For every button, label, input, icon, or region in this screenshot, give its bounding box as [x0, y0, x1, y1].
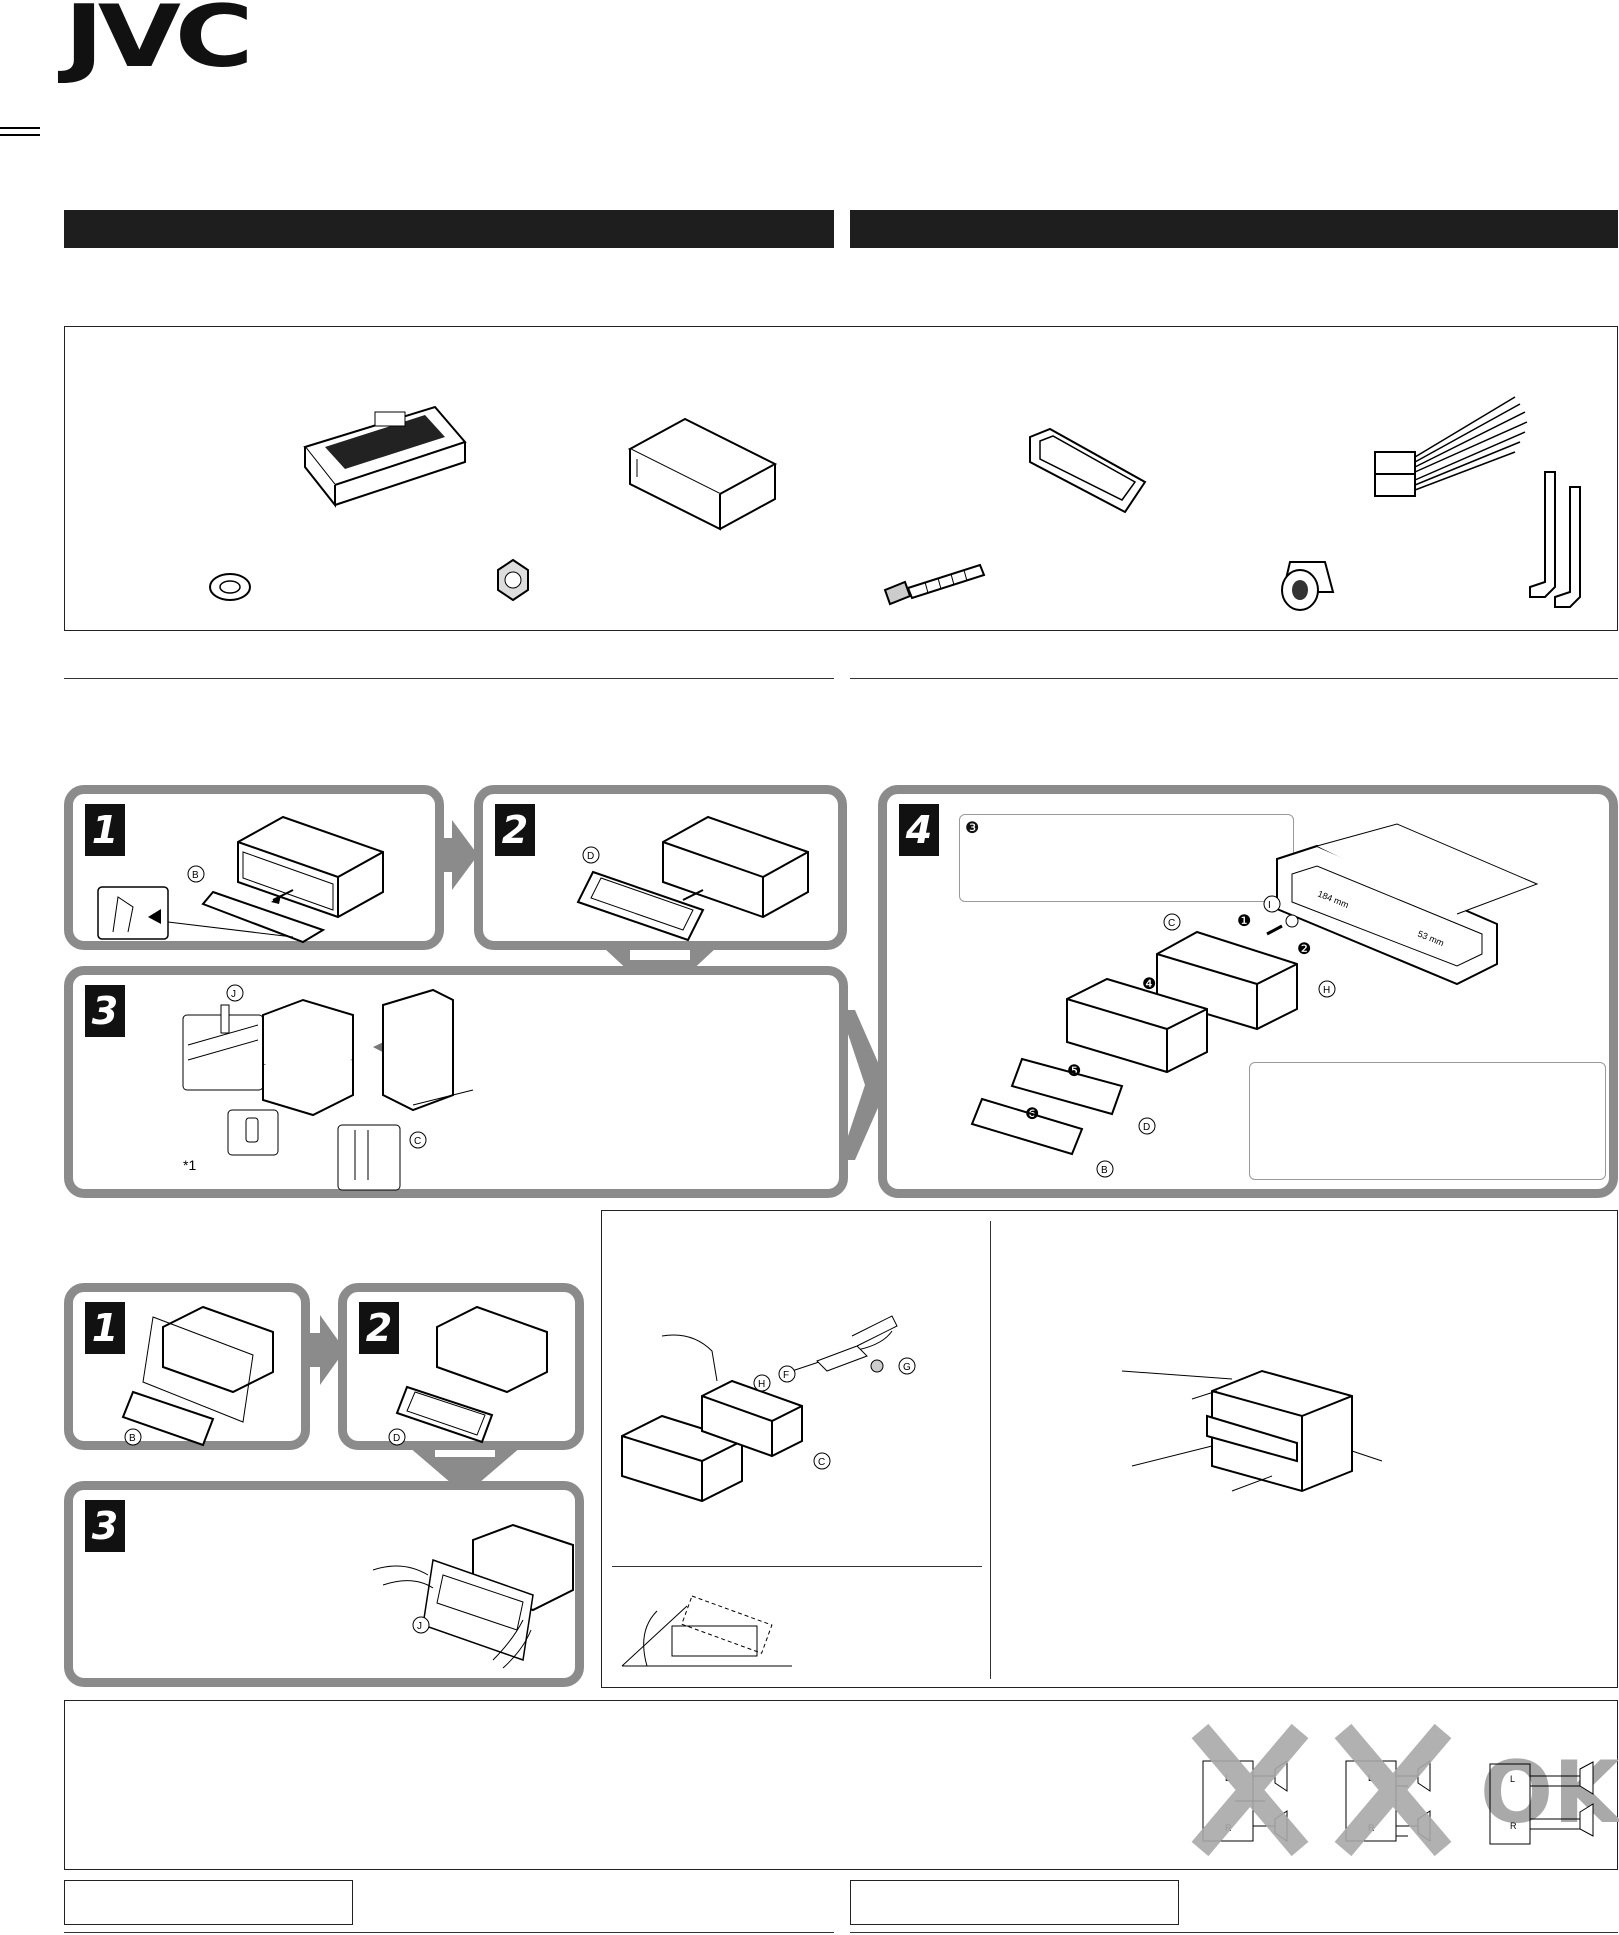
mounting-detail-frame: H F G C — [601, 1210, 1618, 1688]
step-number-badge: 1 — [85, 1302, 125, 1354]
svg-text:J: J — [231, 989, 236, 1000]
hard-case-illustration — [303, 405, 467, 508]
svg-text:D: D — [587, 851, 594, 862]
step-number-badge: 2 — [495, 804, 535, 856]
divider-vertical — [990, 1221, 991, 1679]
footer-rule-right — [850, 1932, 1618, 1933]
mounting-sleeve-illustration — [627, 417, 778, 531]
step-number-badge: 3 — [85, 1500, 125, 1552]
callout-box-3: ❸ — [959, 814, 1294, 902]
step-number-badge: 3 — [85, 985, 125, 1037]
wiring-harness-illustration — [1374, 396, 1528, 497]
step-3-panel: 3 J *1 C — [64, 966, 848, 1198]
flow-arrow-b1-to-b2 — [300, 1315, 345, 1385]
section-header-bar-right — [850, 210, 1618, 248]
svg-text:F: F — [783, 1370, 789, 1381]
wrong-connection-diagram-1: LR — [1191, 1723, 1309, 1857]
svg-text:I: I — [1268, 900, 1271, 911]
margin-mark — [0, 134, 40, 136]
washer-illustration — [209, 573, 251, 601]
ok-label: OK — [1480, 1743, 1619, 1843]
footer-box-left — [64, 1880, 353, 1925]
rear-bracket-illustration: H F G C — [621, 1315, 916, 1503]
mounting-bolt-illustration — [883, 563, 986, 606]
removal-illustration-2: D — [388, 1305, 548, 1446]
svg-text:D: D — [393, 1433, 400, 1444]
step-callout: ❺ — [1067, 1063, 1081, 1080]
svg-text:R: R — [1510, 1821, 1517, 1831]
flow-arrow-b2-to-b3 — [395, 1435, 535, 1495]
svg-text:B: B — [129, 1433, 136, 1444]
step-callout: ❹ — [1142, 976, 1156, 993]
step-callout: ❶ — [1237, 913, 1251, 930]
factory-unit-install-illustration — [1121, 1369, 1383, 1493]
footer-box-right — [850, 1880, 1179, 1925]
insert-handles-illustration: J *1 C — [182, 984, 474, 1191]
note-star-1: *1 — [183, 1157, 196, 1173]
removal-handles-illustration — [1529, 471, 1581, 608]
step-4-panel: 4 ❸ 184 mm 53 mm I H C D B ❶ ❷ ❹ ❺ ❻ — [878, 785, 1618, 1198]
step-2-panel: 2 D — [474, 785, 847, 950]
step-number-badge: 2 — [359, 1302, 399, 1354]
rubber-cushion-illustration — [1281, 561, 1335, 611]
svg-text:C: C — [818, 1457, 825, 1468]
correct-connection-diagram: OK L R — [1480, 1746, 1619, 1849]
lock-nut-illustration — [497, 558, 529, 602]
step-number-badge: 1 — [85, 804, 125, 856]
callout-box-release — [1249, 1062, 1606, 1180]
footer-rule-left — [64, 1932, 834, 1933]
speaker-connection-frame: LR LR OK LR — [64, 1700, 1619, 1870]
wrong-connection-diagram-2: LR — [1334, 1723, 1452, 1857]
mounting-angle-illustration — [621, 1595, 792, 1667]
install-sequence-illustration: 184 mm 53 mm I H C D B ❶ ❷ ❹ ❺ ❻ — [970, 823, 1539, 1178]
divider-horizontal — [612, 1566, 982, 1567]
flow-arrow-1-to-2 — [430, 820, 478, 890]
svg-text:B: B — [192, 870, 199, 881]
removal-illustration-1: B — [121, 1305, 274, 1447]
step-callout: ❻ — [1025, 1106, 1039, 1123]
removal-step-2-panel: 2 D — [338, 1283, 584, 1450]
removal-step-3-panel: 3 J — [64, 1481, 584, 1687]
svg-text:D: D — [1143, 1122, 1150, 1133]
svg-text:G: G — [903, 1362, 911, 1373]
parts-list-frame — [64, 326, 1618, 631]
svg-text:L: L — [1510, 1774, 1515, 1784]
svg-text:C: C — [414, 1136, 421, 1147]
section-rule-right — [850, 678, 1618, 679]
svg-text:J: J — [417, 1621, 422, 1632]
remove-second-plate-illustration: D — [576, 815, 809, 942]
section-header-bar-left — [64, 210, 834, 248]
removal-step-1-panel: 1 B — [64, 1283, 310, 1450]
trim-plate-illustration — [1029, 427, 1147, 514]
section-rule-left — [64, 678, 834, 679]
svg-text:H: H — [1323, 985, 1330, 996]
margin-mark — [0, 127, 40, 129]
svg-text:H: H — [758, 1379, 765, 1390]
step-callout: ❷ — [1297, 941, 1311, 958]
svg-text:B: B — [1101, 1165, 1108, 1176]
svg-text:C: C — [1168, 918, 1175, 929]
step-1-panel: 1 B — [64, 785, 444, 950]
removal-illustration-3: J — [372, 1523, 574, 1669]
callout-number: ❸ — [965, 820, 980, 837]
jvc-logo: JVC — [64, 0, 254, 87]
step-number-badge: 4 — [899, 804, 939, 856]
remove-trim-plate-illustration: B — [97, 815, 384, 944]
